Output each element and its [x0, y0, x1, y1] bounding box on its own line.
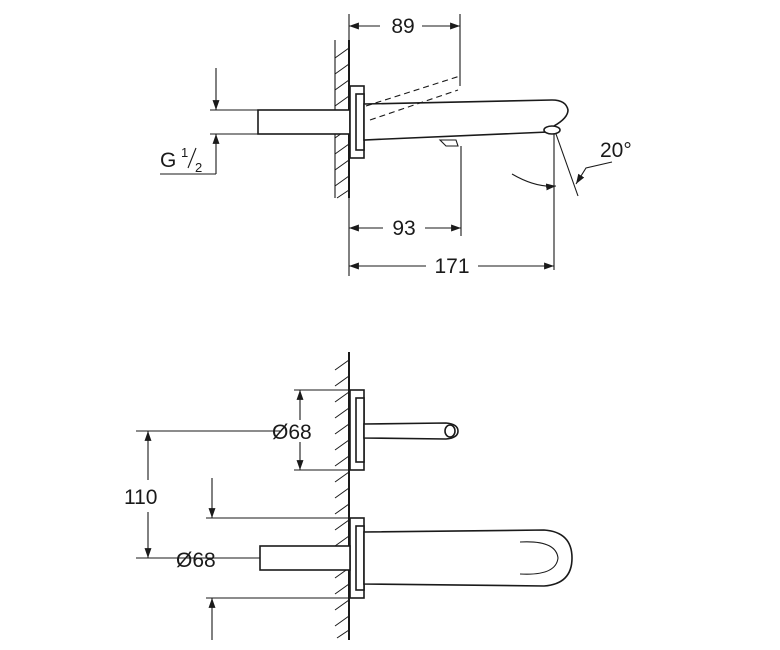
wall-hatch-bottom [334, 352, 350, 640]
thread-label: G [160, 149, 176, 172]
aerator [543, 125, 561, 135]
in-wall-body-top [257, 109, 351, 135]
dim-110: 110 [124, 486, 157, 509]
in-wall-body-bottom [259, 545, 351, 571]
side-view: 89 G 1 2 20° 93 171 [160, 12, 632, 278]
dim-93: 93 [392, 217, 415, 240]
dim-dia-top: Ø68 [272, 421, 312, 444]
spout-side [363, 99, 569, 141]
thread-num: 1 [181, 145, 188, 160]
thread-den: 2 [195, 160, 202, 175]
dim-171: 171 [434, 255, 469, 278]
dim-89: 89 [391, 15, 414, 38]
handle-lever [363, 422, 459, 440]
dim-dia-bottom: Ø68 [176, 549, 216, 572]
top-view: Ø68 110 Ø68 [124, 352, 573, 640]
spout-top [363, 529, 573, 587]
angle-20: 20° [600, 139, 632, 162]
spout-ghost [365, 75, 461, 121]
